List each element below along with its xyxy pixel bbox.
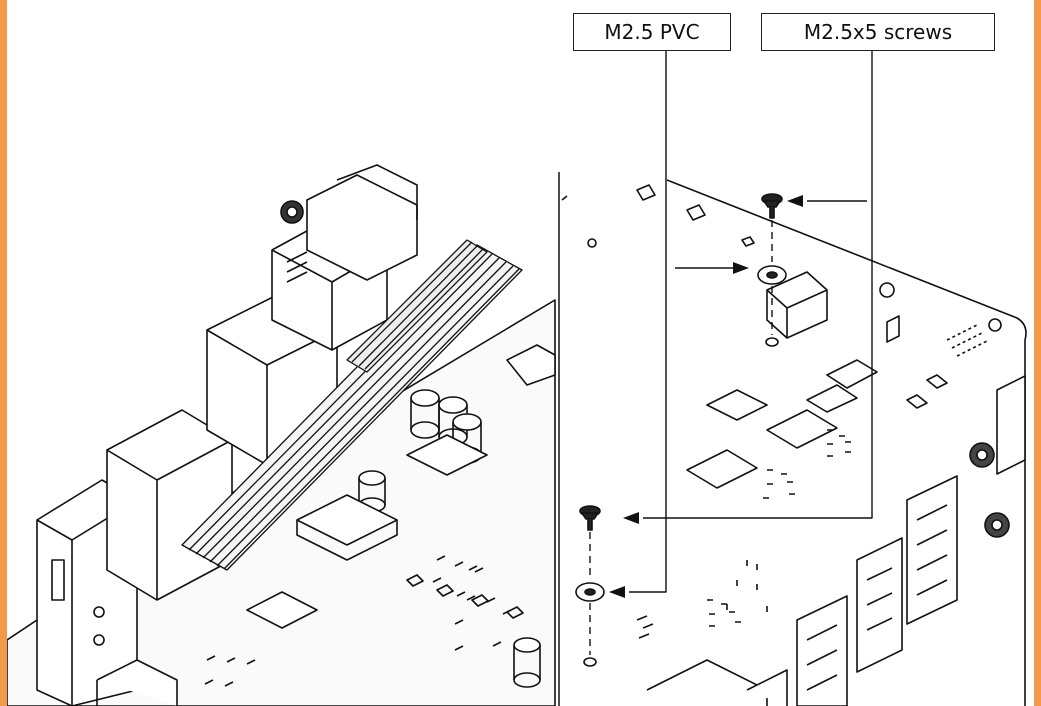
lower-screw-assembly — [575, 505, 605, 667]
pvc-washer-callout: M2.5 PVC — [573, 13, 731, 51]
pvc-leader-line — [629, 51, 667, 593]
screws-callout: M2.5x5 screws — [761, 13, 995, 51]
screw-icon — [761, 193, 783, 219]
screw-icon — [579, 505, 601, 531]
left-board-components — [96, 344, 556, 706]
heatsink — [181, 239, 523, 571]
pvc-washer-icon — [575, 582, 605, 602]
board-exploded-view — [7, 51, 1027, 706]
pvc-washer-icon — [757, 265, 787, 285]
screws-leader-line — [643, 51, 873, 519]
main-board-right — [561, 179, 1027, 706]
arrow-left-icon — [609, 195, 803, 598]
upper-screw-assembly — [757, 193, 787, 347]
leader-lines — [629, 51, 873, 593]
